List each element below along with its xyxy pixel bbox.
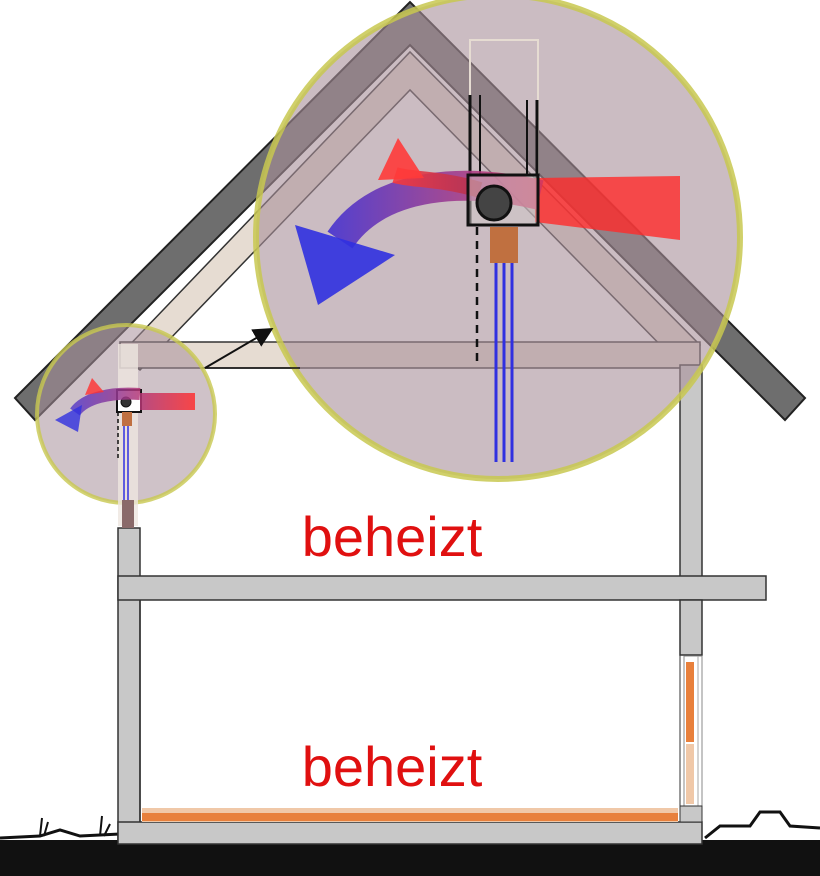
window <box>679 655 703 823</box>
ground-floor-label: beheizt <box>302 735 483 798</box>
house-walls <box>117 364 767 845</box>
floor-insulation <box>142 808 678 822</box>
ground <box>0 810 820 876</box>
zoom-arrow <box>204 327 300 369</box>
large-magnifier <box>253 0 743 482</box>
fan-icon <box>475 184 513 222</box>
small-magnifier <box>35 323 217 528</box>
roof <box>13 0 807 422</box>
upper-floor-label: beheizt <box>302 505 483 568</box>
